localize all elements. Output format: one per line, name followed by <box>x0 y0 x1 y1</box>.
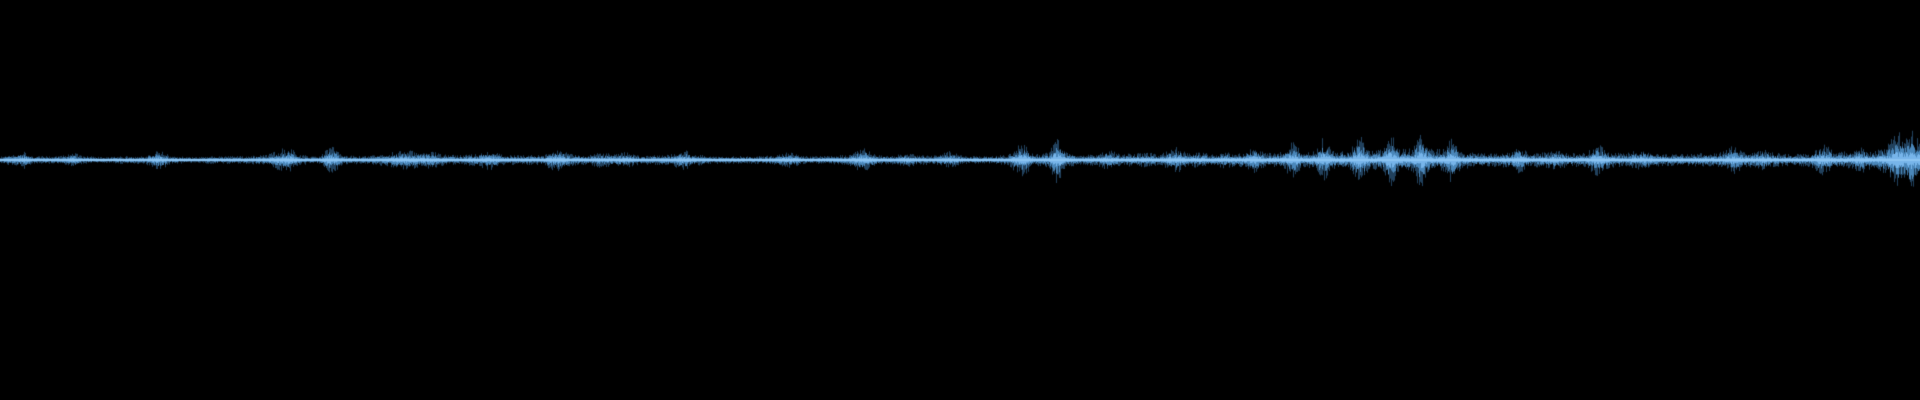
audio-waveform-canvas <box>0 0 1920 400</box>
waveform-panel <box>0 0 1920 400</box>
